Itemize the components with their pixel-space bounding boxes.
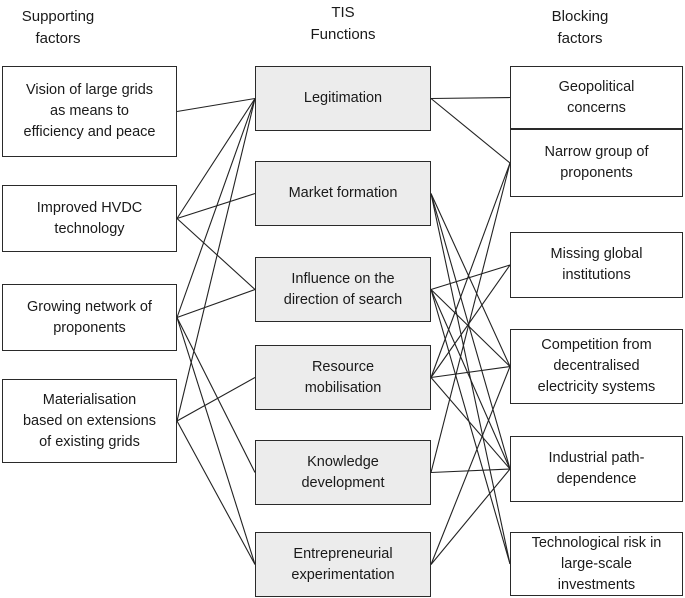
tis-function-box: Knowledge development bbox=[255, 440, 431, 505]
tis-function-box: Entrepreneurial experimentation bbox=[255, 532, 431, 597]
support-link-line bbox=[176, 98, 256, 318]
blocking-factor-box: Technological risk in large-scale invest… bbox=[510, 532, 683, 596]
support-link-line bbox=[176, 192, 256, 220]
supporting-factors-heading: Supporting factors bbox=[21, 8, 95, 47]
tis-function-box: Legitimation bbox=[255, 66, 431, 131]
blocking-factors-heading: Blocking factors bbox=[551, 8, 609, 47]
supporting-factor-box: Improved HVDC technology bbox=[2, 185, 177, 252]
support-link-line bbox=[176, 98, 256, 422]
blocking-link-line bbox=[430, 289, 511, 470]
support-link-line bbox=[176, 97, 256, 113]
support-link-line bbox=[176, 377, 256, 422]
blocking-link-line bbox=[430, 468, 511, 565]
blocking-factor-box: Industrial path- dependence bbox=[510, 436, 683, 502]
blocking-link-line bbox=[430, 366, 511, 565]
blocking-link-line bbox=[430, 468, 511, 474]
blocking-link-line bbox=[430, 96, 511, 100]
blocking-link-line bbox=[430, 289, 511, 565]
tis-function-box: Resource mobilisation bbox=[255, 345, 431, 410]
blocking-link-line bbox=[430, 289, 511, 367]
tis-function-box: Market formation bbox=[255, 161, 431, 226]
blocking-link-line bbox=[430, 193, 511, 367]
blocking-link-line bbox=[430, 162, 511, 378]
blocking-factor-box: Missing global institutions bbox=[510, 232, 683, 298]
blocking-factor-box: Geopolitical concerns bbox=[510, 66, 683, 129]
tis-function-box: Influence on the direction of search bbox=[255, 257, 431, 322]
blocking-link-line bbox=[430, 193, 511, 470]
blocking-link-line bbox=[430, 264, 511, 378]
support-link-line bbox=[176, 98, 256, 219]
blocking-link-line bbox=[430, 98, 511, 164]
blocking-link-line bbox=[430, 264, 511, 291]
supporting-factor-box: Growing network of proponents bbox=[2, 284, 177, 351]
supporting-factor-box: Materialisation based on extensions of e… bbox=[2, 379, 177, 463]
support-link-line bbox=[176, 317, 256, 473]
blocking-factor-box: Competition from decentralised electrici… bbox=[510, 329, 683, 404]
blocking-factor-box: Narrow group of proponents bbox=[510, 129, 683, 197]
support-link-line bbox=[176, 317, 256, 565]
blocking-link-line bbox=[430, 377, 511, 470]
support-link-line bbox=[176, 420, 256, 565]
support-link-line bbox=[176, 218, 256, 290]
supporting-factor-box: Vision of large grids as means to effici… bbox=[2, 66, 177, 157]
support-link-line bbox=[176, 288, 256, 319]
tis-functions-heading: TIS Functions bbox=[310, 4, 376, 43]
blocking-link-line bbox=[430, 365, 511, 379]
blocking-link-line bbox=[430, 162, 511, 473]
